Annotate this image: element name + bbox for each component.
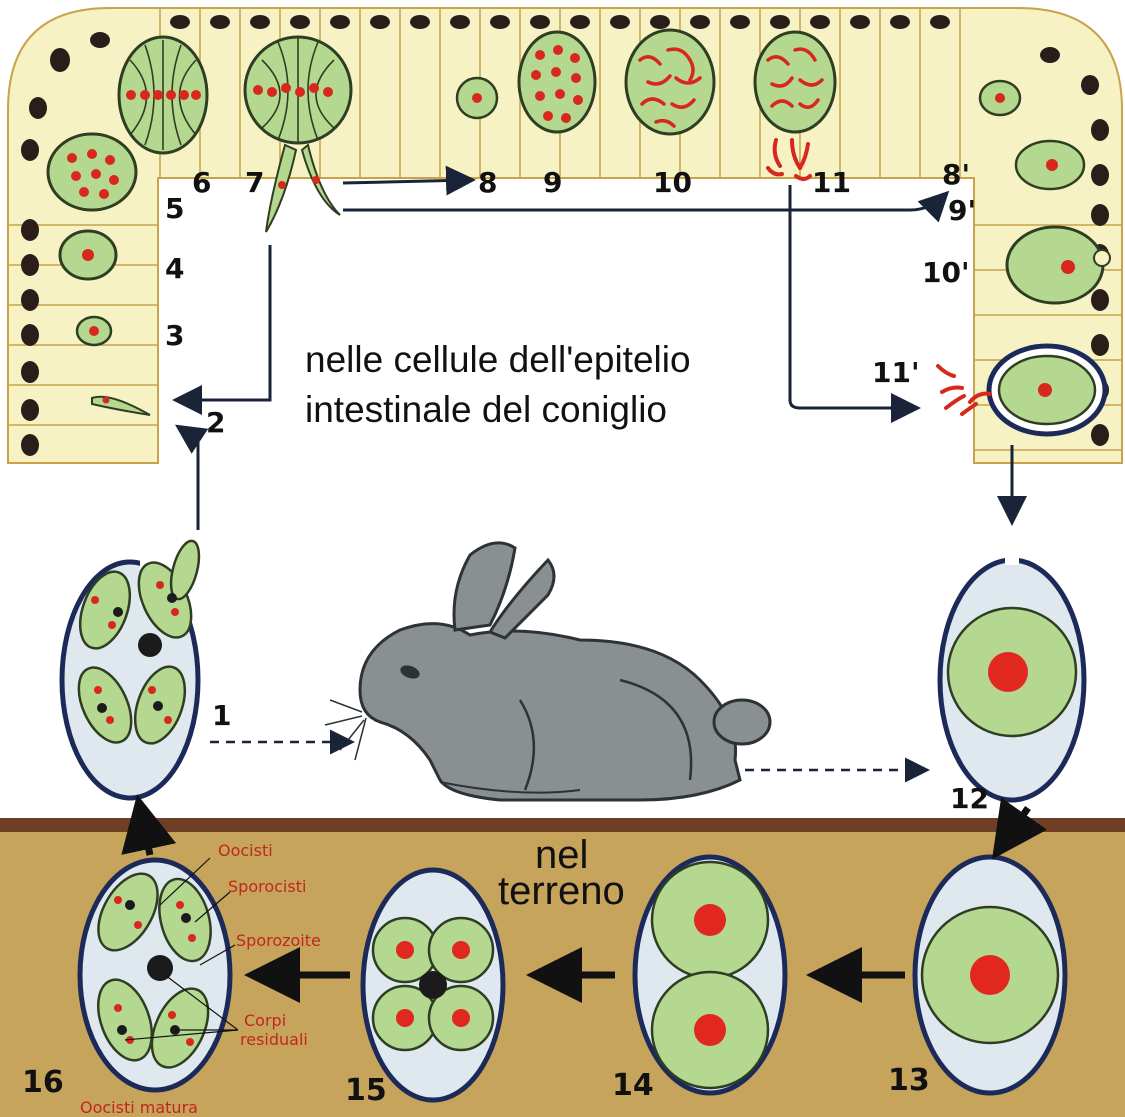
stage-label-13: 13 [888,1063,930,1098]
stage-label-15: 15 [345,1073,387,1108]
label-oocisti-matura: Oocisti matura [80,1098,198,1117]
oocyst-15 [363,870,503,1100]
stage-3-trophozoite [77,317,111,345]
stage-label-11: 11 [812,166,851,199]
stage-label-11p: 11' [872,356,920,389]
label-sporozoite: Sporozoite [236,931,321,950]
stage-label-6: 6 [192,166,211,199]
stage-9p-macrogamont [1016,141,1084,189]
stage-9-microgamont [519,32,595,132]
stage-label-9: 9 [543,166,562,199]
stage-10-microgamont [626,30,714,134]
stage-label-3: 3 [165,319,184,352]
stage-5-schizont [48,134,136,210]
stage-label-10: 10 [653,166,692,199]
label-corpi: Corpi [244,1011,286,1030]
oocyst-14 [635,857,785,1093]
stage-label-9p: 9' [948,194,976,227]
stage-6-schizont [119,37,207,153]
stage-label-4: 4 [165,252,184,285]
stage-label-16: 16 [22,1065,64,1100]
stage-label-5: 5 [165,192,184,225]
label-oocisti: Oocisti [218,841,273,860]
oocyst-1-sporulated [62,538,210,798]
stage-label-12: 12 [950,782,989,815]
label-residuali: residuali [240,1030,308,1049]
stage-label-1: 1 [212,699,231,732]
stage-8p-macrogamont [980,81,1020,115]
caption-intestine-line2: intestinale del coniglio [305,389,667,430]
stage-label-7: 7 [245,166,264,199]
stage-label-2: 2 [206,406,225,439]
caption-soil-line2: terreno [498,869,625,913]
stage-8-trophozoite [457,78,497,118]
caption-intestine-line1: nelle cellule dell'epitelio [305,339,691,380]
oocyst-13 [915,857,1065,1093]
stage-11p-zygote [938,346,1105,434]
stage-4-trophozoite [60,231,116,279]
stage-label-10p: 10' [922,256,970,289]
rabbit-illustration [325,543,770,800]
stage-label-14: 14 [612,1068,654,1103]
stage-label-8: 8 [478,166,497,199]
stage-label-8p: 8' [942,158,970,191]
label-sporocisti: Sporocisti [228,877,306,896]
oocyst-12-unsporulated [940,555,1084,800]
